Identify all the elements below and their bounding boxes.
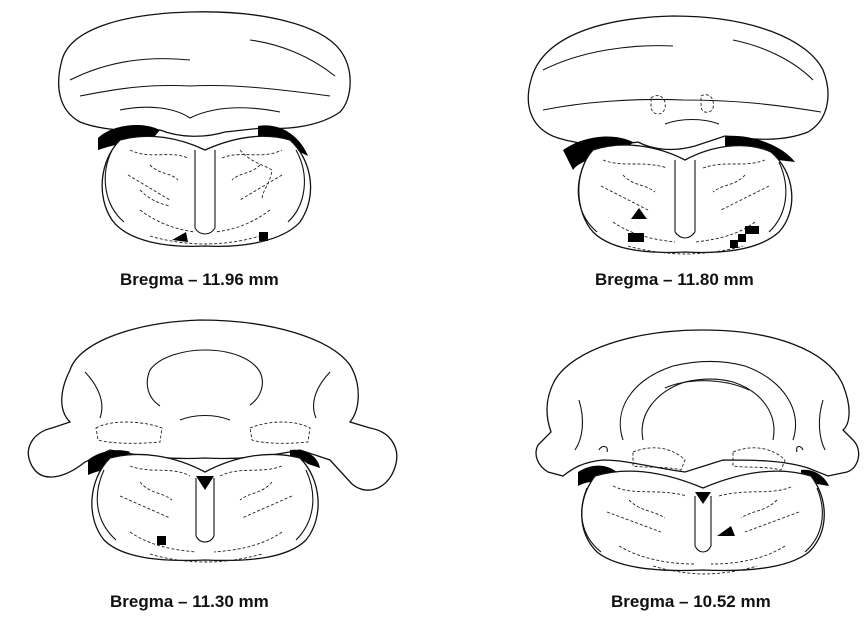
- section-caption: Bregma – 11.80 mm: [595, 270, 754, 290]
- cerebellum-outline: [536, 330, 859, 476]
- square-marker: [628, 233, 644, 242]
- square-marker: [259, 232, 268, 241]
- brainstem-outline: [92, 454, 318, 560]
- brain-section-drawing: [433, 300, 866, 617]
- section-panel-1: Bregma – 11.96 mm: [0, 0, 433, 300]
- square-marker: [738, 234, 746, 242]
- square-marker: [157, 536, 166, 545]
- brainstem-outline: [582, 471, 825, 570]
- brain-section-drawing: [433, 0, 866, 300]
- square-marker: [745, 226, 759, 234]
- brain-section-drawing: [0, 0, 433, 300]
- cerebellum-outline: [528, 16, 828, 149]
- brainstem-outline: [579, 145, 792, 252]
- section-caption: Bregma – 10.52 mm: [611, 592, 771, 612]
- section-panel-2: Bregma – 11.80 mm: [433, 0, 866, 300]
- brainstem-outline: [102, 136, 310, 246]
- square-marker: [730, 240, 738, 248]
- cerebellum-outline: [59, 12, 351, 136]
- section-panel-3: Bregma – 11.30 mm: [0, 300, 433, 617]
- brain-section-drawing: [0, 300, 433, 617]
- section-caption: Bregma – 11.30 mm: [110, 592, 269, 612]
- section-panel-4: Bregma – 10.52 mm: [433, 300, 866, 617]
- cerebellum-outline: [28, 320, 396, 490]
- section-caption: Bregma – 11.96 mm: [120, 270, 279, 290]
